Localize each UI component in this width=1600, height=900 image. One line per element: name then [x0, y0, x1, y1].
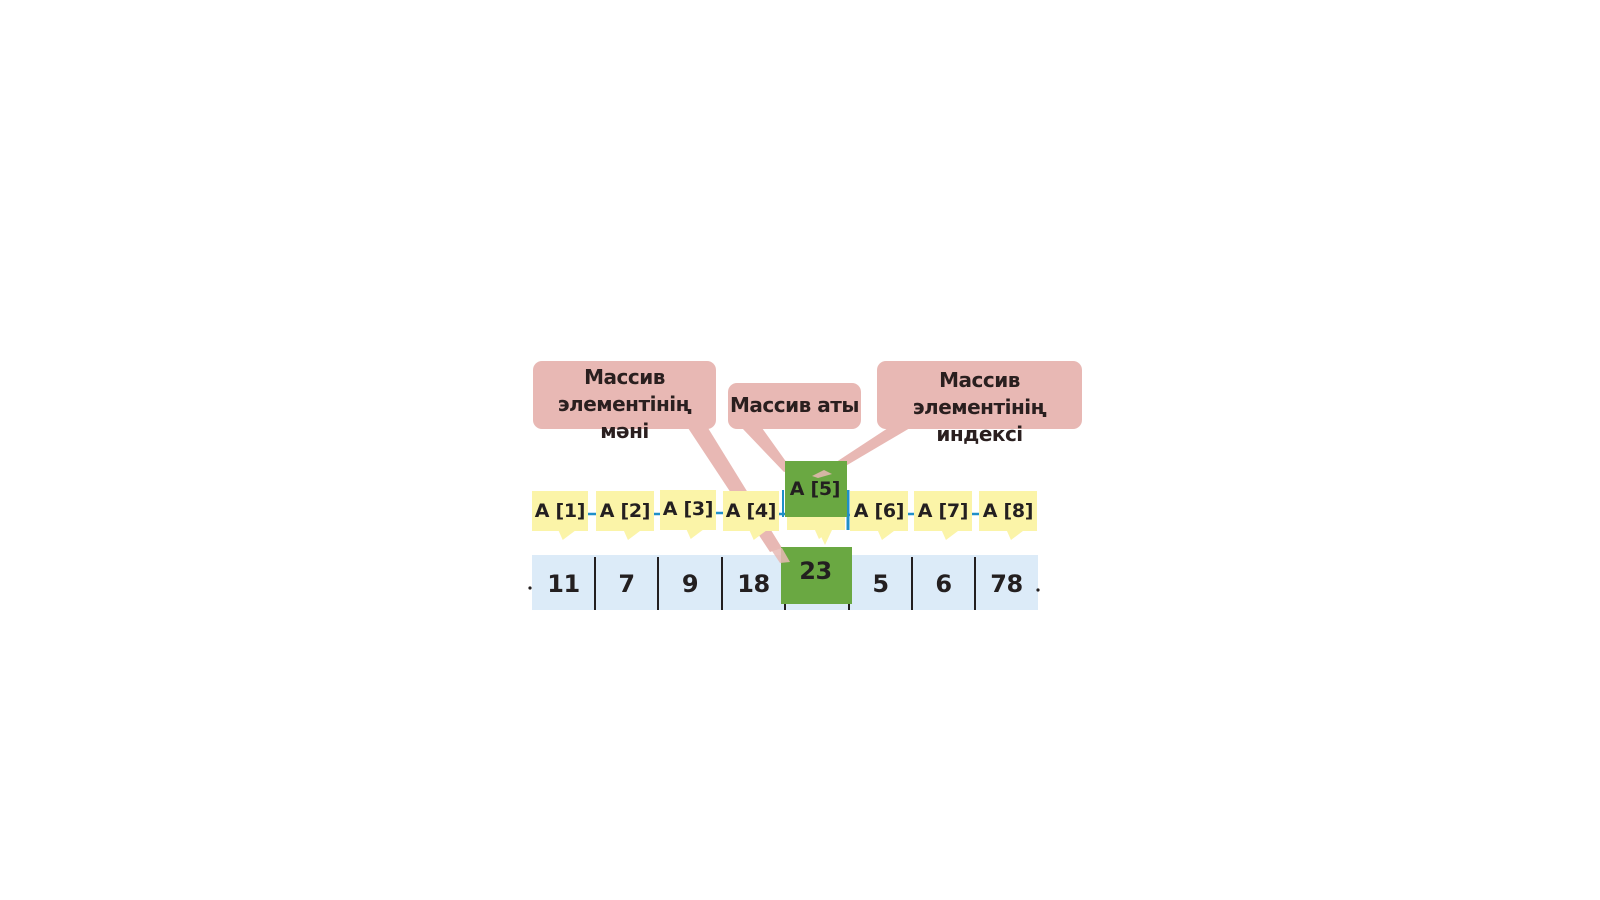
- index-tag-3: [660, 490, 716, 530]
- array-element-value-callout: Массив элементінің мәні: [533, 364, 716, 445]
- value-cell-2: 7: [618, 570, 635, 598]
- value-callout-line-2: элементінің мәні: [557, 392, 692, 443]
- index-tag-6: [850, 491, 908, 531]
- name-callout-bubble: [728, 383, 861, 429]
- array-element-index-callout: Массив элементінің индексі: [877, 367, 1082, 448]
- index-tag-2: [596, 491, 654, 531]
- value-cell-7: 6: [935, 570, 952, 598]
- index-tag-7: [914, 491, 972, 531]
- value-cell-8: 78: [990, 570, 1023, 598]
- index-tag-pointer-1: [558, 531, 575, 540]
- index-tag-8: [979, 491, 1037, 531]
- name-callout-pointer: [742, 428, 792, 472]
- index-tag-pointer-6: [877, 531, 894, 540]
- name-callout-text: Массив аты: [730, 393, 859, 417]
- value-cell-1: 11: [547, 570, 580, 598]
- highlighted-index-box: [785, 461, 847, 517]
- index-label-a6: A [6]: [853, 500, 905, 522]
- index-tag-pointer-2: [623, 531, 640, 540]
- value-cell-6: 5: [872, 570, 889, 598]
- index-tag-pointer-8: [1006, 531, 1023, 540]
- value-pointer-tip: [770, 548, 790, 563]
- index-pointer-tip: [812, 470, 832, 478]
- array-end-mark: [1036, 588, 1040, 592]
- index-label-a3: A [3]: [662, 498, 714, 520]
- index-label-a8: A [8]: [982, 500, 1034, 522]
- value-callout-line-1: Массив: [584, 365, 665, 389]
- index-label-a2: A [2]: [599, 500, 651, 522]
- value-cell-3: 9: [681, 570, 699, 598]
- index-label-a7: A [7]: [917, 500, 969, 522]
- value-cell-4: 18: [737, 570, 770, 598]
- index-callout-bubble: [877, 361, 1082, 429]
- value-callout-bubble: [533, 361, 716, 429]
- array-start-mark: [528, 586, 532, 590]
- index-tag-pointer-4: [749, 531, 766, 540]
- index-label-a5: A [5]: [789, 478, 841, 500]
- index-label-a1: A [1]: [534, 500, 586, 522]
- index-callout-line-1: Массив элементінің: [912, 368, 1047, 419]
- highlighted-value-box: [781, 547, 852, 604]
- index-tag-4: [723, 491, 779, 531]
- index-label-a4: A [4]: [725, 500, 777, 522]
- index-callout-line-2: индексі: [936, 422, 1023, 446]
- value-cell-5: 23: [799, 557, 832, 585]
- highlighted-tag-pointer: [818, 530, 832, 545]
- index-tag-pointer-7: [941, 531, 958, 540]
- index-tag-pointer-3: [686, 530, 703, 539]
- index-tag-1: [532, 491, 588, 531]
- array-name-callout: Массив аты: [728, 392, 861, 419]
